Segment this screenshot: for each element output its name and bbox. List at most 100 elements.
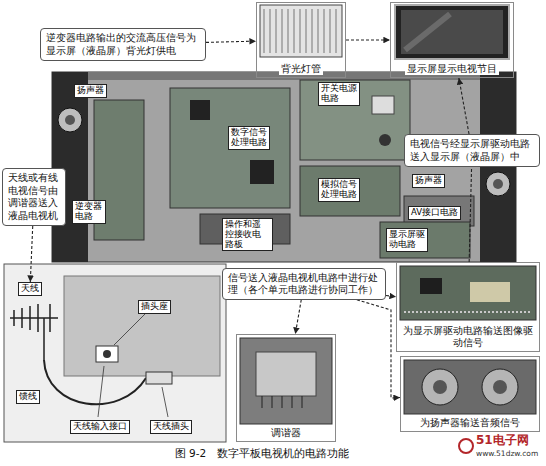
speaker-photo (404, 360, 536, 414)
screen-photo (395, 5, 509, 59)
photo-panel: 显示屏显示电视节目 (390, 2, 514, 78)
node-text: 扬声器 (77, 86, 104, 96)
dotted-arrow (459, 78, 469, 134)
part-label: 天线 (18, 282, 42, 296)
watermark: www.51dzw.com (476, 449, 538, 458)
tv-back-photo (480, 72, 516, 262)
node-text: 背光灯管 (279, 63, 323, 75)
node-text: AV接口电路 (411, 208, 458, 218)
tv-back-photo (250, 160, 274, 184)
dotted-arrow (295, 300, 301, 334)
tv-back-photo (52, 72, 516, 262)
node-text: 逆变器电路输出的交流高压信号为显示屏（液晶屏）背光灯供电 (46, 32, 200, 57)
node-text: 天线输入接口 (73, 422, 127, 432)
screen-photo (401, 10, 503, 54)
dotted-arrow (386, 295, 396, 296)
tv-back-photo (493, 179, 503, 189)
node-text: 电视信号经显示屏驱动电路送入显示屏（液晶屏）中 (410, 138, 534, 163)
driver-board-photo (404, 311, 532, 313)
backlight-photo (260, 5, 342, 57)
node-text: 扬声器 (415, 176, 442, 186)
antenna-photo (4, 264, 226, 442)
callout-box: 逆变器电路输出的交流高压信号为显示屏（液晶屏）背光灯供电 (40, 28, 206, 61)
part-label: 扬声器 (412, 174, 445, 188)
backlight-photo (260, 5, 342, 57)
tv-back-photo (300, 166, 400, 216)
part-label: 插头座 (138, 300, 171, 314)
backlight-photo (264, 9, 336, 53)
driver-board-photo (400, 266, 536, 320)
tv-back-photo (52, 72, 88, 262)
part-label: 操作和遥控接收电路板 (222, 218, 273, 251)
speaker-photo (422, 369, 458, 405)
part-label: 显示屏驱动电路 (386, 228, 428, 252)
part-label: 扬声器 (74, 84, 107, 98)
antenna-photo (103, 350, 111, 358)
antenna-photo (98, 313, 168, 417)
photo-panel: 背光灯管 (256, 2, 346, 78)
antenna-photo (44, 360, 146, 404)
dotted-arrow (206, 41, 256, 42)
part-label: 逆变器电路 (72, 200, 106, 224)
dotted-arrow (357, 300, 400, 398)
node-text: 为扬声器输送音频信号 (418, 417, 522, 429)
antenna-photo (96, 346, 118, 362)
dotted-arrow (346, 39, 390, 40)
node-text: 操作和遥控接收电路板 (225, 220, 270, 249)
part-label: 开关电源电路 (318, 82, 360, 106)
tv-back-photo (300, 80, 410, 160)
antenna-photo (64, 276, 220, 376)
watermark-logo (459, 439, 473, 453)
callout-box: 信号送入液晶电视机电路中进行处理（各个单元电路进行协同工作） (222, 268, 386, 300)
tv-back-photo (190, 100, 210, 120)
tv-back-photo (486, 172, 510, 196)
node-text: 数字信号处理电路 (231, 128, 267, 148)
tuner-photo (256, 352, 316, 396)
part-label: 天线输入接口 (70, 420, 130, 434)
antenna-photo (10, 304, 58, 360)
screen-photo (405, 14, 450, 50)
node-text: 显示屏显示电视节目 (405, 63, 499, 75)
node-text: 天线插头 (153, 422, 189, 432)
speaker-photo (404, 360, 536, 414)
tuner-photo (240, 338, 332, 424)
node-text: 天线或有线电视信号由调谐器送入液晶电视机 (8, 172, 60, 222)
node-text: 为显示屏驱动电路输送图像驱动信号 (400, 325, 536, 349)
node-text: 插头座 (141, 302, 168, 312)
photo-panel: 为扬声器输送音频信号 (400, 356, 540, 432)
antenna-photo (146, 372, 172, 384)
tuner-photo (262, 396, 302, 408)
watermark-logo (459, 439, 473, 453)
node-text: 显示屏驱动电路 (389, 230, 425, 250)
tv-back-photo (380, 222, 470, 258)
screen-photo (395, 5, 509, 59)
tv-back-photo (379, 134, 391, 146)
node-text: 调谐器 (269, 427, 303, 439)
node-text: 信号送入液晶电视机电路中进行处理（各个单元电路进行协同工作） (228, 272, 380, 296)
callout-box: 电视信号经显示屏驱动电路送入显示屏（液晶屏）中 (404, 134, 540, 167)
dotted-arrow (30, 226, 32, 282)
part-label: 数字信号处理电路 (228, 126, 270, 150)
photo-panel: 调谐器 (236, 334, 336, 442)
node-text: 模拟信号处理电路 (321, 180, 357, 200)
part-label: 模拟信号处理电路 (318, 178, 360, 202)
callout-box: 天线或有线电视信号由调谐器送入液晶电视机 (2, 168, 66, 226)
tv-back-photo (372, 96, 394, 114)
node-text: 逆变器电路 (75, 202, 103, 222)
driver-board-photo (400, 266, 536, 320)
watermark: 51电子网 (476, 432, 529, 449)
node-text: 天线 (21, 284, 39, 294)
tuner-photo (240, 338, 332, 424)
driver-board-photo (420, 278, 442, 294)
part-label: 馈线 (16, 390, 40, 404)
part-label: AV接口电路 (408, 206, 461, 220)
photo-panel: 为显示屏驱动电路输送图像驱动信号 (396, 262, 540, 352)
tv-back-photo (65, 115, 75, 125)
driver-board-photo (470, 282, 510, 302)
part-label: 天线插头 (150, 420, 192, 434)
dotted-arrow (469, 167, 471, 262)
figure-caption: 图 9-2 数字平板电视机的电路功能 (175, 447, 350, 461)
tv-back-photo (52, 72, 516, 262)
